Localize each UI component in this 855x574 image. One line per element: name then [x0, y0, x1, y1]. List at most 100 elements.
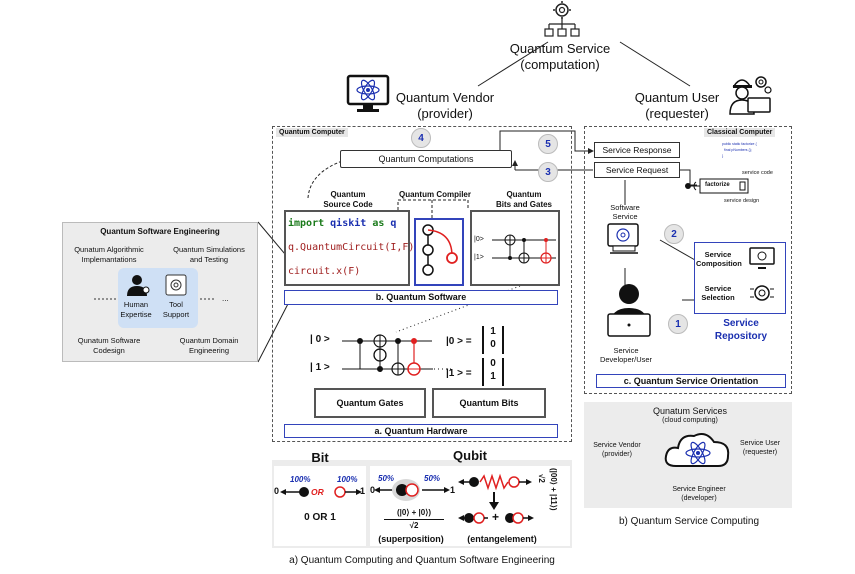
- code-as-keyword: as: [372, 218, 385, 229]
- entanglement-graphic: [458, 473, 534, 524]
- service-code-line-3: }: [722, 154, 724, 158]
- service-request-box: Service Request: [594, 162, 680, 178]
- software-service-label-2: Service: [612, 212, 638, 221]
- composition-monitor-icon: [749, 247, 775, 269]
- cloud-user-1: Service User: [739, 440, 781, 447]
- step-1-badge: 1: [668, 314, 688, 334]
- service-code-line-1: public static factorize {: [722, 142, 757, 146]
- selection-chip-icon: [750, 285, 774, 301]
- repository-label-2: Repository: [714, 331, 768, 342]
- qse-item-4-line2: Engineering: [188, 346, 230, 355]
- ket-0-equals: |0 > =: [446, 336, 472, 347]
- monitor-atom-icon: [346, 74, 390, 112]
- quantum-vendor-title: Quantum Vendor: [395, 90, 495, 105]
- network-service-icon: [544, 1, 580, 37]
- quantum-service-subtitle: (computation): [520, 57, 600, 72]
- caption-b: b) Quantum Service Computing: [618, 516, 760, 527]
- qse-item-2-line1: Quantum Simulations: [173, 245, 245, 254]
- qubit-50-left: 50%: [378, 474, 395, 483]
- quantum-vendor-subtitle: (provider): [417, 106, 473, 121]
- quantum-user-subtitle: (requester): [645, 106, 709, 121]
- qse-ellipsis: ...: [222, 294, 229, 303]
- code-line-3: circuit.x(F): [288, 266, 361, 277]
- bit-zero-label: 0: [274, 486, 280, 496]
- service-response-box: Service Response: [594, 142, 680, 158]
- cloud-subtitle: (cloud computing): [662, 417, 718, 424]
- human-expertise-icon: [127, 275, 150, 296]
- quantum-computer-panel: [272, 126, 572, 442]
- bit-100-left: 100%: [290, 475, 311, 484]
- tool-support-icon: [165, 274, 187, 296]
- composition-label-1: Service: [704, 250, 732, 259]
- mini-bit-1: |1>: [474, 254, 484, 261]
- quantum-bits-box: Quantum Bits: [432, 388, 546, 418]
- service-code-label: service code: [742, 170, 773, 176]
- qse-item-1-line1: Qunatum Algorithmic: [74, 245, 144, 254]
- qubit-50-right: 50%: [424, 474, 441, 483]
- cloud-user-2: (requester): [742, 449, 778, 456]
- selection-label-1: Service: [704, 284, 732, 293]
- service-code-snippet: public static factorize { final pNumbers…: [722, 142, 772, 166]
- vector-1-bottom: 1: [490, 371, 496, 382]
- step-5-badge: 5: [538, 134, 558, 154]
- repository-label-1: Service: [723, 318, 759, 329]
- qse-item-1-line2: Implemantations: [81, 255, 137, 264]
- qse-connector-dashes: [94, 298, 214, 300]
- qse-item-3-line2: Codesign: [93, 346, 125, 355]
- cloud-engineer-1: Service Engineer: [672, 486, 726, 493]
- bit-or-label: OR: [311, 487, 324, 497]
- vector-0-bottom: 0: [490, 339, 496, 350]
- ket-1-equals: |1 > =: [446, 368, 472, 379]
- main-circuit: [342, 334, 434, 376]
- vector-0-top: 1: [490, 326, 496, 337]
- vector-1-top: 0: [490, 358, 496, 369]
- tool-label-2: Support: [162, 310, 190, 319]
- code-line-1: import qiskit as q: [288, 218, 396, 229]
- bits-gates-box: [470, 210, 560, 286]
- quantum-gates-box: Quantum Gates: [314, 388, 426, 418]
- software-service-icon: [607, 223, 639, 254]
- cloud-engineer-2: (developer): [681, 495, 717, 502]
- source-code-box: [284, 210, 410, 286]
- bit-states-graphic: [280, 486, 362, 498]
- superposition-denominator: √2: [409, 521, 419, 530]
- mini-circuit: [492, 234, 556, 264]
- factorize-component: [685, 178, 749, 194]
- entanglement-label: (entangelement): [467, 534, 537, 544]
- quantum-user-title: Quantum User: [634, 90, 720, 105]
- circuit-ket-0: | 0 >: [310, 334, 330, 345]
- code-import-keyword: import: [288, 218, 325, 229]
- code-module: qiskit: [330, 218, 367, 229]
- qse-title: Quantum Software Engineering: [100, 227, 220, 236]
- developer-label-1: Service: [613, 346, 639, 355]
- qubit-zero-label: 0: [370, 485, 376, 495]
- classical-computer-tag: Classical Computer: [704, 128, 776, 137]
- step-3-badge: 3: [538, 162, 558, 182]
- superposition-fraction-bar: [384, 519, 444, 520]
- ent-formula-numerator: (|00⟩ + |11⟩): [549, 468, 558, 511]
- cloud-title: Qunatum Services: [652, 406, 728, 416]
- service-design-label: service design: [724, 198, 760, 204]
- qubit-title: Qubit: [453, 448, 487, 463]
- mini-bit-0: |0>: [474, 236, 484, 243]
- bits-gates-title-2: Bits and Gates: [495, 200, 552, 209]
- selection-label-2: Selection: [701, 293, 735, 302]
- code-alias: q: [390, 218, 397, 229]
- circuit-dots: [434, 368, 454, 370]
- cloud-vendor-1: Service Vendor: [593, 442, 641, 449]
- composition-label-2: Composition: [696, 259, 742, 268]
- step-2-badge: 2: [664, 224, 684, 244]
- quantum-computations-box: Quantum Computations: [340, 150, 512, 168]
- source-code-title-1: Quantum: [330, 190, 366, 199]
- qse-item-2-line2: and Testing: [189, 255, 229, 264]
- entanglement-formula: (|00⟩ + |11⟩) √2: [537, 468, 566, 534]
- human-label-2: Expertise: [120, 310, 152, 319]
- quantum-service-title: Quantum Service: [509, 41, 611, 56]
- quantum-software-bar: b. Quantum Software: [284, 290, 558, 305]
- engineer-user-icon: [729, 76, 772, 115]
- code-line-2: q.QuantumCircuit(I,F): [288, 242, 415, 253]
- vector-0: 1 0: [482, 326, 504, 354]
- ent-formula-denominator: √2: [537, 474, 546, 483]
- quantum-cloud-icon: [664, 433, 730, 467]
- entanglement-plus: +: [492, 510, 500, 524]
